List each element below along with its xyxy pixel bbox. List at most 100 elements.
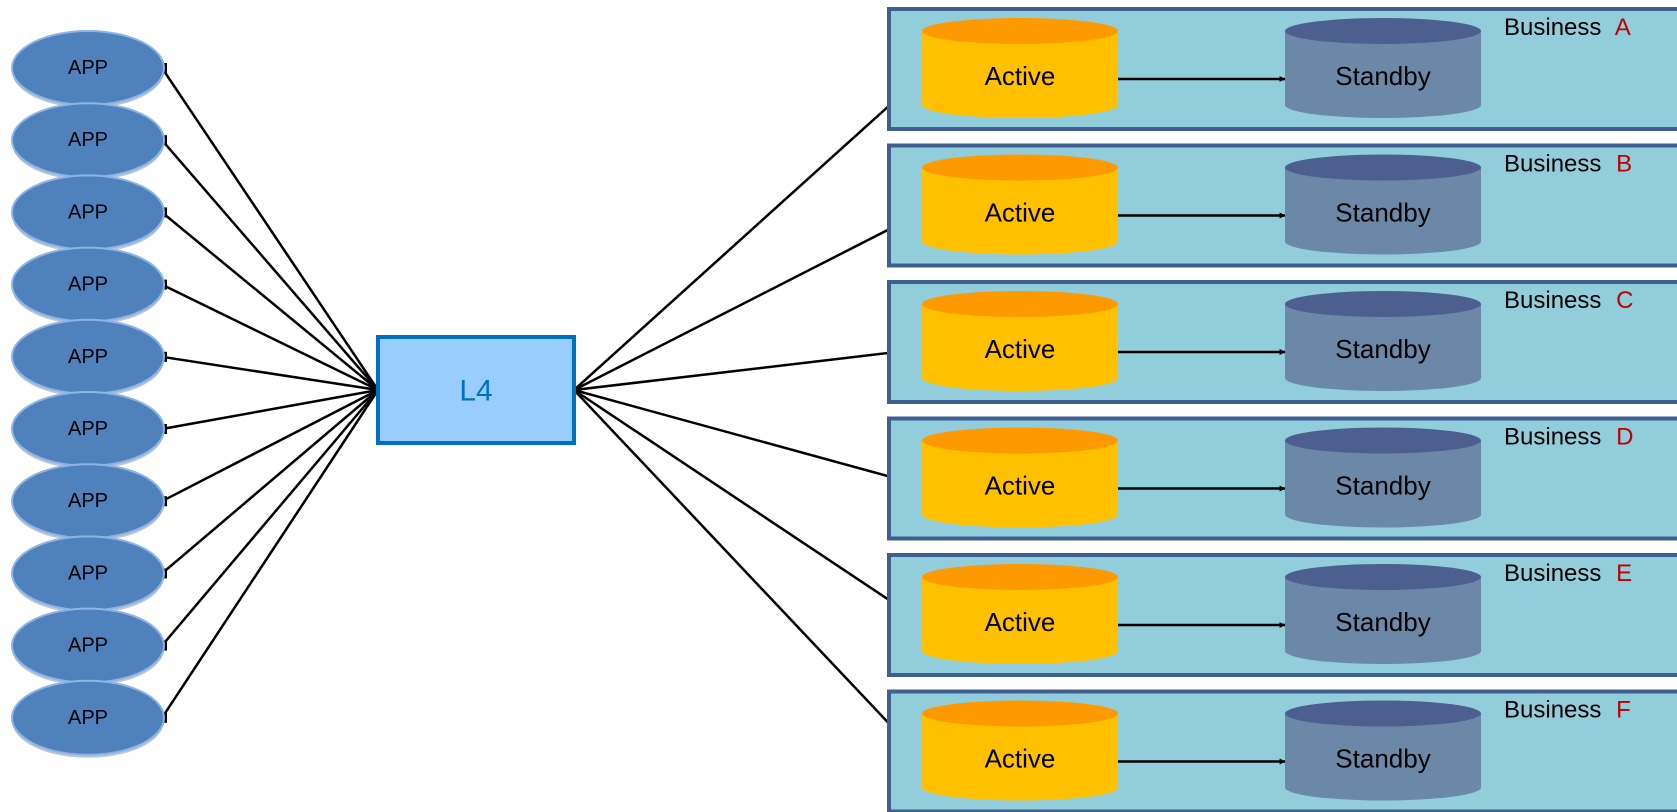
standby-db-cylinder-top <box>1285 700 1481 727</box>
app-node: APP <box>11 30 165 108</box>
app-node: APP <box>11 679 165 758</box>
standby-db-cylinder: Standby <box>1285 291 1481 391</box>
business-title-letter: B <box>1616 151 1632 178</box>
standby-db-cylinder-label: Standby <box>1335 61 1430 91</box>
business-title: Business E <box>1504 560 1632 587</box>
app-node: APP <box>11 535 165 614</box>
business-panel: Active Standby Business C <box>887 280 1677 404</box>
app-node: APP <box>11 246 165 325</box>
active-db-cylinder-label: Active <box>985 334 1056 364</box>
active-db-cylinder-top <box>922 18 1118 44</box>
business-title: Business A <box>1504 14 1631 41</box>
standby-db-cylinder-label: Standby <box>1335 334 1430 364</box>
standby-db-cylinder-top <box>1285 18 1481 44</box>
business-title-letter: A <box>1615 14 1631 41</box>
app-node: APP <box>11 607 165 686</box>
active-db-cylinder-label: Active <box>985 607 1056 637</box>
active-db-cylinder-top <box>922 700 1118 727</box>
business-title-letter: D <box>1616 424 1633 451</box>
app-to-l4-connector <box>161 388 379 503</box>
standby-db-cylinder-body <box>1285 440 1481 528</box>
active-db-cylinder: Active <box>922 291 1118 391</box>
active-db-cylinder-body <box>922 440 1118 528</box>
business-panel: Active Standby Business A <box>887 7 1677 131</box>
active-db-cylinder-body <box>922 167 1118 255</box>
active-db-cylinder-body <box>922 713 1118 801</box>
standby-db-cylinder: Standby <box>1285 427 1481 528</box>
app-node-label: APP <box>68 274 108 296</box>
app-node-label: APP <box>68 490 108 512</box>
app-node-label: APP <box>68 57 108 79</box>
active-db-cylinder-top <box>922 291 1118 317</box>
business-title: Business D <box>1504 424 1633 451</box>
app-node: APP <box>11 174 165 253</box>
standby-db-cylinder-label: Standby <box>1335 198 1430 228</box>
app-node-label: APP <box>68 707 108 729</box>
active-db-cylinder-top <box>922 154 1118 181</box>
business-title-letter: F <box>1616 697 1631 724</box>
standby-db-cylinder-label: Standby <box>1335 744 1430 774</box>
app-node-label: APP <box>68 635 108 657</box>
app-node-label: APP <box>68 562 108 584</box>
app-node-label: APP <box>68 346 108 368</box>
standby-db-cylinder-body <box>1285 577 1481 664</box>
active-db-cylinder: Active <box>922 564 1118 664</box>
app-node-label: APP <box>68 129 108 151</box>
standby-db-cylinder-body <box>1285 31 1481 118</box>
standby-db-cylinder-body <box>1285 304 1481 391</box>
app-node: APP <box>11 318 165 397</box>
standby-db-cylinder: Standby <box>1285 154 1481 255</box>
app-node-label: APP <box>68 201 108 223</box>
active-db-cylinder: Active <box>922 427 1118 528</box>
business-title-prefix: Business <box>1504 560 1608 587</box>
business-title-prefix: Business <box>1504 14 1607 41</box>
business-title: Business B <box>1504 151 1632 178</box>
app-to-l4-connector <box>160 389 380 719</box>
business-title-prefix: Business <box>1504 697 1608 724</box>
standby-db-cylinder-top <box>1285 564 1481 590</box>
active-db-cylinder: Active <box>922 18 1118 118</box>
business-title: Business C <box>1504 287 1633 314</box>
app-node-shape <box>11 679 165 756</box>
app-to-l4-connector <box>161 388 379 431</box>
app-to-l4-connector <box>161 139 379 391</box>
standby-db-cylinder-label: Standby <box>1335 607 1430 637</box>
load-balancer-label: L4 <box>459 375 492 408</box>
standby-db-cylinder-body <box>1285 713 1481 801</box>
active-db-cylinder-top <box>922 427 1118 454</box>
standby-db-cylinder-label: Standby <box>1335 471 1430 501</box>
app-node: APP <box>11 102 165 181</box>
l4-to-active-connector <box>573 388 923 624</box>
business-panel: Active Standby Business D <box>887 416 1677 541</box>
l4-to-active-connector <box>573 211 923 392</box>
active-db-cylinder-body <box>922 304 1118 391</box>
l4-to-active-connector <box>573 75 923 391</box>
app-node: APP <box>11 391 165 469</box>
app-to-l4-connector <box>161 389 379 575</box>
active-db-cylinder: Active <box>922 154 1118 255</box>
app-to-l4-connector <box>161 283 379 392</box>
standby-db-cylinder-top <box>1285 427 1481 454</box>
business-title-prefix: Business <box>1504 151 1608 178</box>
active-db-cylinder-top <box>922 564 1118 590</box>
business-panel: Active Standby Business E <box>887 553 1677 677</box>
active-db-cylinder-label: Active <box>985 198 1056 228</box>
standby-db-cylinder-body <box>1285 167 1481 255</box>
business-panel: Active Standby Business B <box>887 143 1677 268</box>
standby-db-cylinder: Standby <box>1285 700 1481 801</box>
business-title-letter: C <box>1616 287 1633 314</box>
business-title-prefix: Business <box>1504 287 1608 314</box>
app-to-l4-connector <box>161 355 379 392</box>
app-to-l4-connector <box>161 389 379 647</box>
l4-to-active-connector <box>573 389 923 760</box>
app-to-l4-connector <box>160 67 380 391</box>
l4-to-active-connector <box>573 388 923 487</box>
active-db-cylinder-label: Active <box>985 61 1056 91</box>
app-node: APP <box>11 463 165 542</box>
load-balancer-node: L4 <box>376 335 576 445</box>
business-title-prefix: Business <box>1504 424 1608 451</box>
load-balancer-box <box>376 335 576 445</box>
